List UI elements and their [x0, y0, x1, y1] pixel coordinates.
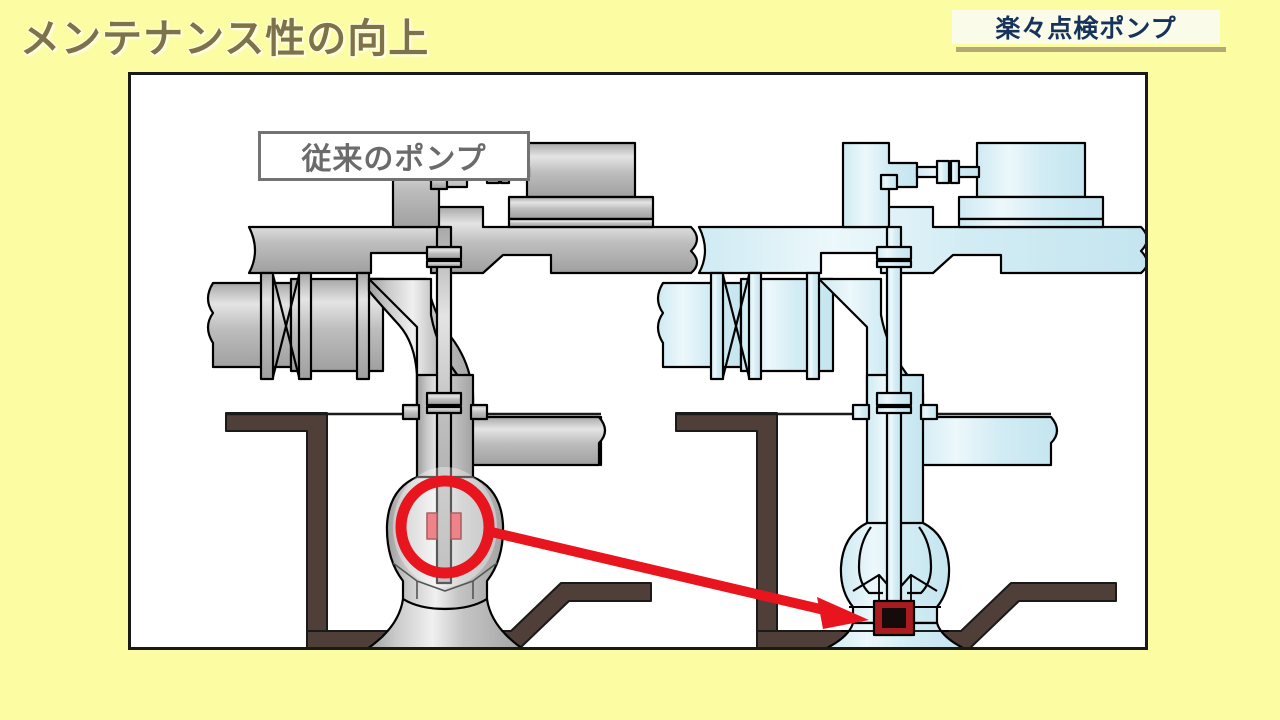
motor-base-left [507, 195, 655, 221]
legend-conventional-pump: 従来のポンプ [258, 131, 530, 181]
motor-left [525, 141, 637, 199]
comparison-arrow [485, 526, 869, 629]
shaft-coupling-right-2 [875, 391, 913, 407]
pump-comparison-diagram [206, 141, 1145, 647]
bell-mouth-left [367, 597, 523, 647]
flange-left-3 [355, 271, 371, 381]
bearing-marks-left [426, 512, 462, 540]
flange-right-2 [747, 271, 763, 381]
shaft-coupling-left-2 [425, 391, 463, 407]
motor-right [975, 141, 1087, 199]
new-pump-group [656, 141, 1145, 647]
conventional-pump-group [206, 141, 699, 647]
flange-right-1 [709, 271, 725, 381]
deck-slab-right [697, 205, 1145, 275]
flange-right-3 [805, 271, 821, 381]
column-flange-right-b [919, 403, 939, 421]
legend-conventional-pump-label: 従来のポンプ [301, 143, 487, 176]
shaft-coupling-right-1 [875, 245, 913, 261]
product-badge-label: 楽々点検ポンプ [995, 15, 1177, 43]
page-title: メンテナンス性の向上 [20, 17, 430, 61]
flange-left-1 [259, 271, 275, 381]
discharge-pipe-right [911, 415, 1059, 467]
motor-base-right [957, 195, 1105, 221]
deck-slab-left [247, 205, 699, 275]
suction-pipe-right [656, 271, 835, 381]
discharge-pipe-left [461, 415, 607, 467]
product-badge-underline [956, 47, 1226, 52]
suction-pipe-left [206, 271, 385, 381]
new-bearing-block [872, 599, 916, 637]
drive-shaft-left [425, 173, 463, 585]
product-badge: 楽々点検ポンプ [952, 10, 1220, 44]
shaft-coupling-left-1 [425, 245, 463, 261]
flange-left-2 [297, 271, 313, 381]
column-flange-left-b [469, 403, 489, 421]
column-flange-left-a [401, 403, 421, 421]
column-flange-right-a [851, 403, 871, 421]
diagram-frame [128, 72, 1148, 650]
